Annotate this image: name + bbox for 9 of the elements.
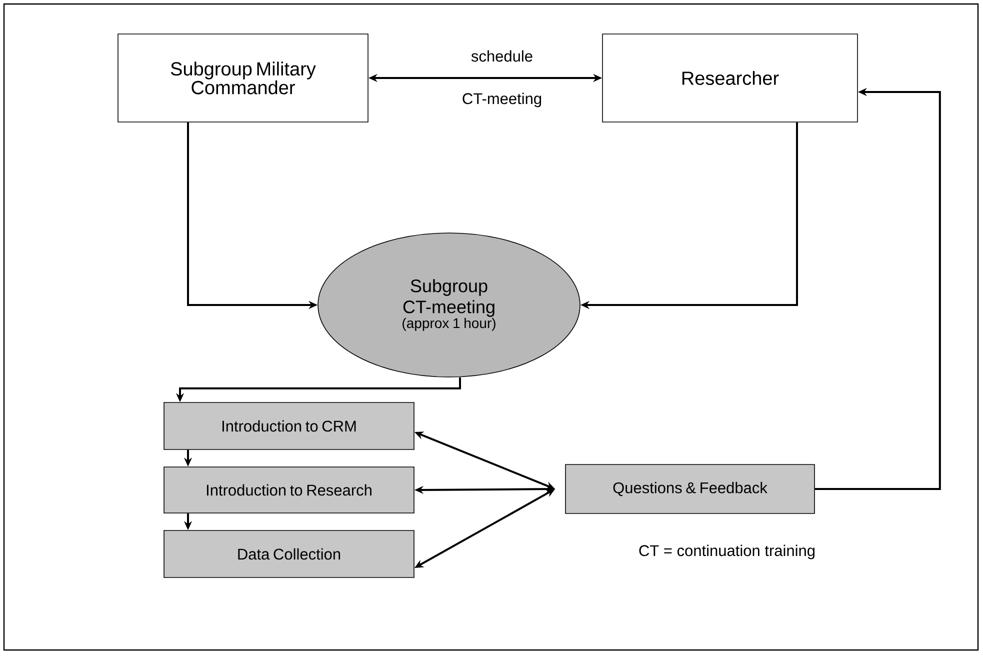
role-box: Researcher [602,34,858,122]
step-box: Introduction to CRM [164,402,414,450]
arrow-caption: CT-meeting [462,92,542,108]
step-box: Data Collection [164,530,414,578]
role-box: Subgroup Military Commander [118,34,368,122]
step-box: Introduction to Research [164,466,414,514]
note-text: CT = continuation training [639,544,814,560]
step-box: Questions & Feedback [565,464,815,514]
edge-label: schedule [471,50,532,62]
